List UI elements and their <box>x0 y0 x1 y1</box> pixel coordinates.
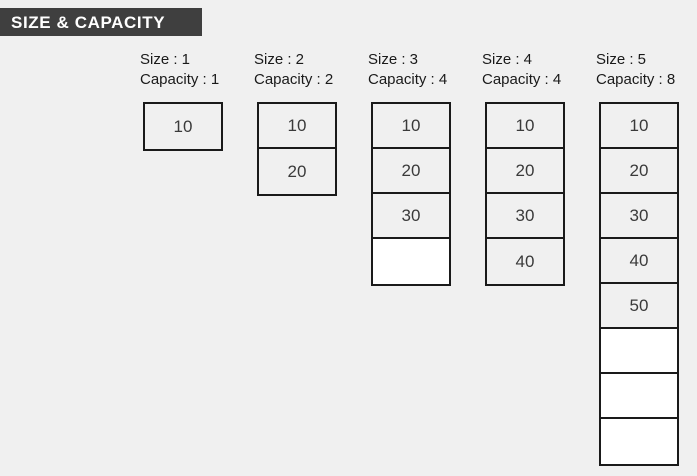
array-cell-filled: 30 <box>487 194 563 239</box>
page-title: SIZE & CAPACITY <box>11 12 166 32</box>
array-cell-filled: 20 <box>601 149 677 194</box>
array-cell-empty <box>601 419 677 464</box>
array-cell-filled: 20 <box>259 149 335 194</box>
array-cell-filled: 30 <box>601 194 677 239</box>
column-header: Size : 2 Capacity : 2 <box>254 50 333 90</box>
capacity-label: Capacity : 2 <box>254 71 334 88</box>
array-columns-container: Size : 1 Capacity : 1 10 Size : 2 Capacity :… <box>140 50 697 466</box>
capacity-label: Capacity : 1 <box>140 71 220 88</box>
capacity-label: Capacity : 4 <box>368 71 448 88</box>
size-label: Size : 2 <box>254 51 305 68</box>
size-label: Size : 5 <box>596 51 647 68</box>
array-cell-filled: 50 <box>601 284 677 329</box>
array-cell-empty <box>601 329 677 374</box>
array-cell-filled: 40 <box>487 239 563 284</box>
array-column: Size : 1 Capacity : 1 10 <box>140 50 254 151</box>
array-cell-filled: 10 <box>601 104 677 149</box>
column-header: Size : 1 Capacity : 1 <box>140 50 219 90</box>
array-cell-filled: 10 <box>487 104 563 149</box>
size-label: Size : 3 <box>368 51 419 68</box>
array-cell-filled: 10 <box>259 104 335 149</box>
array-cell-empty <box>373 239 449 284</box>
capacity-label: Capacity : 8 <box>596 71 676 88</box>
array-cell-filled: 20 <box>487 149 563 194</box>
size-label: Size : 1 <box>140 51 191 68</box>
title-banner: SIZE & CAPACITY <box>0 8 202 36</box>
array-box: 10 <box>143 102 223 151</box>
array-cell-filled: 30 <box>373 194 449 239</box>
array-cell-filled: 10 <box>145 104 221 149</box>
column-header: Size : 5 Capacity : 8 <box>596 50 675 90</box>
array-cell-filled: 10 <box>373 104 449 149</box>
capacity-label: Capacity : 4 <box>482 71 562 88</box>
size-label: Size : 4 <box>482 51 533 68</box>
column-header: Size : 4 Capacity : 4 <box>482 50 561 90</box>
column-header: Size : 3 Capacity : 4 <box>368 50 447 90</box>
array-cell-empty <box>601 374 677 419</box>
array-cell-filled: 40 <box>601 239 677 284</box>
array-cell-filled: 20 <box>373 149 449 194</box>
